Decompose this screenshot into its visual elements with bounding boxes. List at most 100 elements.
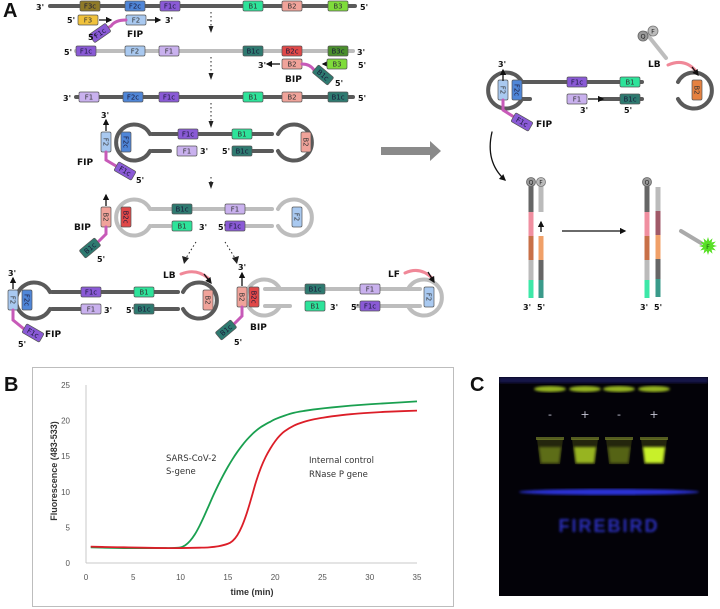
segment-box (242, 45, 264, 57)
segment-label: B1 (237, 131, 246, 139)
probe-bar-q-part (528, 260, 534, 280)
chart-series (90, 400, 418, 550)
segment-label: F2 (131, 48, 139, 56)
segment-box (89, 23, 111, 43)
lf-loop-primer (403, 268, 434, 280)
product-bar-f-part (655, 187, 661, 211)
end-label: 5' (351, 303, 359, 312)
tube-sign-label: - (548, 408, 552, 421)
probe-bar-f-bottom-part (538, 280, 544, 298)
segment-box (231, 145, 253, 157)
end-label: 5' (537, 303, 545, 312)
segment-box (231, 128, 253, 140)
segment-label: B1c (308, 286, 321, 294)
segment-label: F1c (229, 223, 241, 231)
segment-label: F1c (164, 3, 176, 11)
segment-f1c: F1c (80, 286, 102, 298)
segment-label: B3 (333, 3, 342, 11)
fip-label: FIP (45, 330, 61, 340)
segment-f3: F3 (77, 14, 99, 26)
y-tick-label: 25 (61, 381, 70, 390)
segment-f3c: F3c (79, 0, 101, 12)
segment-box (511, 112, 533, 132)
bip-label: BIP (250, 323, 267, 333)
end-label: 3' (199, 223, 207, 232)
segment-b1: B1 (133, 286, 155, 298)
end-label: 3' (640, 303, 648, 312)
segment-b1c: B1c (171, 203, 193, 215)
fip-linker (104, 150, 118, 168)
tube-row: -+-+ (534, 386, 670, 464)
tube-fluorescence (608, 447, 630, 463)
segment-f1c: F1c (75, 45, 97, 57)
segment-label: B2 (237, 292, 245, 301)
released-probe-strand (679, 229, 703, 245)
series-line-s-gene (90, 400, 418, 550)
segment-box (124, 45, 146, 57)
tube-fluorescence (539, 447, 561, 463)
quencher-icon (642, 177, 652, 187)
extension-arrow-icon (427, 271, 435, 284)
product-bar-f-part (655, 279, 661, 297)
y-tick-label: 5 (66, 523, 71, 532)
end-label: 3' (357, 48, 365, 57)
fluorescence-burst-icon (699, 237, 717, 255)
segment-label: B1c (137, 306, 150, 314)
end-label: 5' (222, 147, 230, 156)
tube-cap-icon (569, 386, 601, 392)
segment-label: F2 (132, 17, 140, 25)
segment-b2: B2 (691, 79, 703, 101)
segment-label: B1 (248, 94, 257, 102)
end-label: 5' (624, 106, 632, 115)
segment-box (242, 91, 264, 103)
segment-b2: B2 (100, 206, 112, 228)
segment-box (281, 45, 303, 57)
product-bar-q-part (644, 186, 650, 212)
process-arrow-icon (185, 241, 197, 259)
segment-box (21, 289, 33, 311)
segment-box (79, 238, 101, 258)
segment-f1: F1 (176, 145, 198, 157)
segment-label: F1c (163, 94, 175, 102)
quencher-icon (526, 177, 536, 187)
segment-label: B2 (287, 3, 296, 11)
lb-label: LB (648, 60, 661, 70)
segment-box (124, 0, 146, 12)
product-bar-q-part (644, 260, 650, 280)
fip-linker (11, 308, 26, 331)
fip-label: FIP (536, 120, 552, 130)
fluorophore-icon (647, 25, 659, 37)
lf-label: LF (388, 270, 400, 280)
segment-box (171, 220, 193, 232)
segment-box (281, 91, 303, 103)
segment-label: F1 (231, 206, 239, 214)
y-tick-label: 20 (61, 417, 70, 426)
process-arrow-icon (224, 241, 236, 259)
segment-label: F3c (84, 3, 96, 11)
uv-light-strip (519, 489, 699, 495)
probe-bar-q-part (528, 186, 534, 212)
tube-photo-drawing: -+-+ FIREBIRD (499, 377, 708, 536)
y-axis-label: Fluorescence (483-533) (49, 421, 59, 521)
segment-box (158, 45, 180, 57)
bip-label: BIP (285, 75, 302, 85)
segment-f1c: F1c (22, 323, 44, 343)
segment-label: B2 (301, 137, 309, 146)
tube-photo: -+-+ FIREBIRD (499, 377, 708, 596)
segment-box (327, 91, 349, 103)
segment-label: F1 (165, 48, 173, 56)
segment-box (120, 131, 132, 153)
segment-label: F2 (424, 293, 432, 301)
segment-box (79, 0, 101, 12)
segment-label: F1c (85, 289, 97, 297)
curve-arrow-icon (489, 131, 506, 181)
fluorophore-icon (536, 177, 546, 187)
lb-loop-primer (666, 60, 697, 72)
segment-label: B1c (235, 148, 248, 156)
chart-frame (32, 367, 454, 607)
segment-label: B3c (331, 48, 344, 56)
segment-box (75, 45, 97, 57)
segment-label: B2c (249, 290, 257, 303)
